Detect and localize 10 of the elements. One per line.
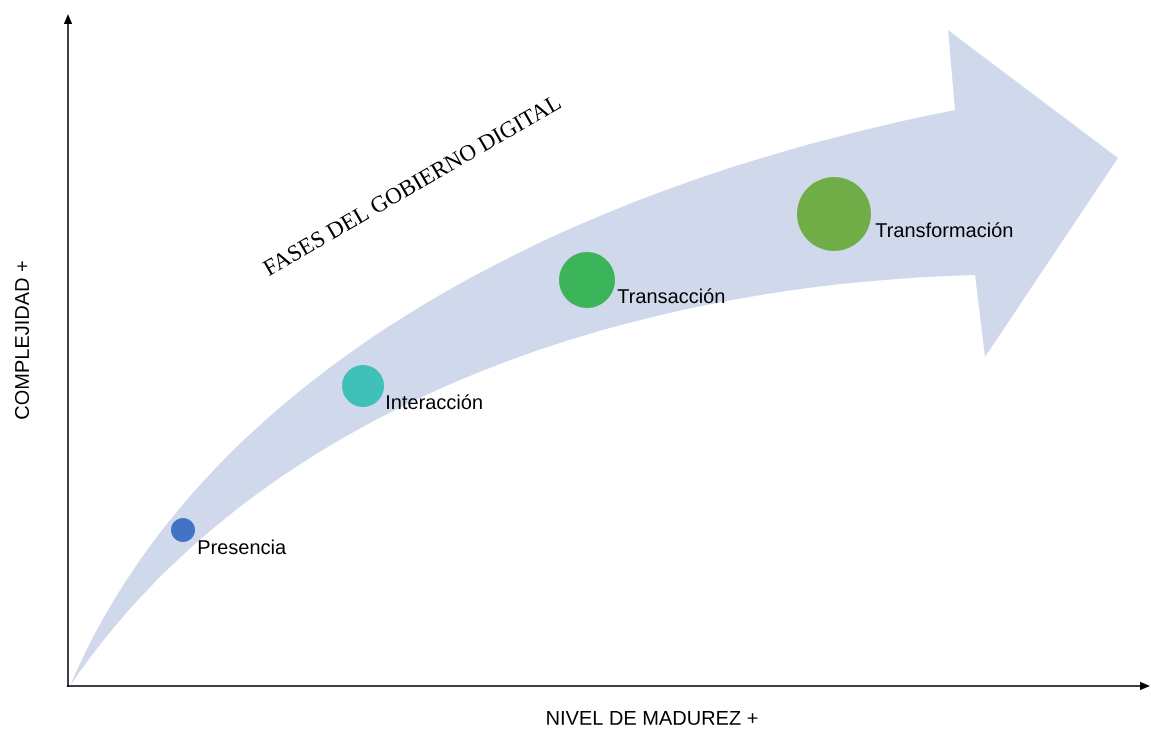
phase-label: Presencia [198, 539, 287, 555]
circle-marker [171, 518, 195, 542]
phase-label: Transformación [875, 222, 1013, 238]
phase-label: Transacción [617, 288, 725, 304]
axis-label: COMPLEJIDAD + [14, 261, 30, 419]
circle-marker [342, 365, 384, 407]
axis-label: NIVEL DE MADUREZ + [547, 711, 758, 725]
phase-label: Interacción [387, 394, 482, 410]
circle-marker [559, 252, 615, 308]
circle-marker [797, 177, 871, 251]
